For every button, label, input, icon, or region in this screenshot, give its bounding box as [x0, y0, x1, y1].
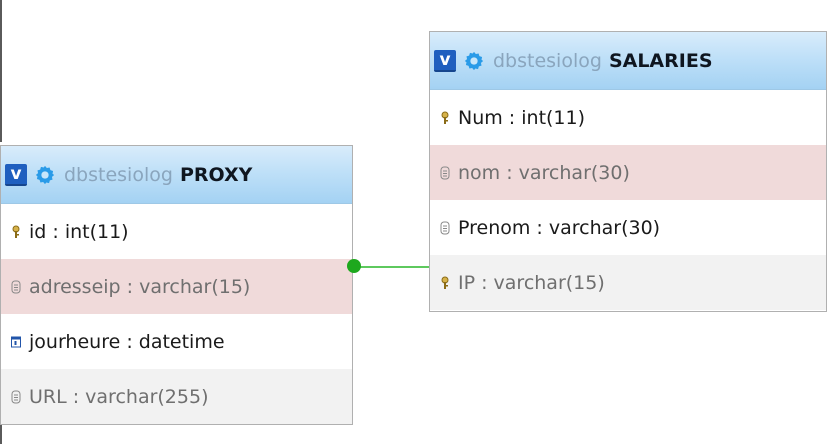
column-label: adresseip : varchar(15) — [29, 275, 251, 298]
column-icon — [440, 221, 450, 234]
column-label: id : int(11) — [29, 220, 129, 243]
canvas-edge — [0, 0, 2, 142]
column-icon — [11, 280, 21, 293]
column-row[interactable]: URL : varchar(255) — [1, 369, 352, 424]
column-icon — [11, 390, 21, 403]
key-icon — [12, 225, 20, 238]
column-label: nom : varchar(30) — [458, 161, 630, 184]
database-name: dbstesiolog — [493, 49, 602, 72]
toggle-button[interactable]: v — [434, 49, 456, 72]
database-name: dbstesiolog — [64, 163, 173, 186]
canvas-edge-bottom — [0, 424, 2, 444]
key-icon — [441, 276, 449, 289]
table-name: SALARIES — [608, 49, 713, 72]
relation-line[interactable] — [353, 266, 431, 268]
column-label: IP : varchar(15) — [458, 271, 605, 294]
gear-icon[interactable] — [463, 50, 485, 72]
column-row[interactable]: nom : varchar(30) — [430, 145, 826, 200]
column-row[interactable]: IP : varchar(15) — [430, 255, 826, 310]
column-row[interactable]: Prenom : varchar(30) — [430, 200, 826, 255]
relation-endpoint[interactable] — [347, 259, 361, 273]
column-row[interactable]: Num : int(11) — [430, 90, 826, 145]
table-name: PROXY — [179, 163, 253, 186]
index-icon — [11, 336, 21, 347]
key-icon — [441, 111, 449, 124]
column-row[interactable]: adresseip : varchar(15) — [1, 259, 352, 314]
column-icon — [440, 166, 450, 179]
table-salaries[interactable]: v dbstesiolog SALARIES Num : int(11) nom… — [429, 31, 827, 312]
gear-icon[interactable] — [34, 164, 56, 186]
column-label: jourheure : datetime — [29, 330, 225, 353]
table-salaries-header[interactable]: v dbstesiolog SALARIES — [430, 32, 826, 90]
toggle-button[interactable]: v — [5, 163, 27, 186]
column-label: Num : int(11) — [458, 106, 586, 129]
column-row[interactable]: jourheure : datetime — [1, 314, 352, 369]
column-label: Prenom : varchar(30) — [458, 216, 661, 239]
table-proxy-header[interactable]: v dbstesiolog PROXY — [1, 146, 352, 204]
column-label: URL : varchar(255) — [29, 385, 209, 408]
table-proxy[interactable]: v dbstesiolog PROXY id : int(11) adresse… — [0, 145, 353, 425]
column-row[interactable]: id : int(11) — [1, 204, 352, 259]
